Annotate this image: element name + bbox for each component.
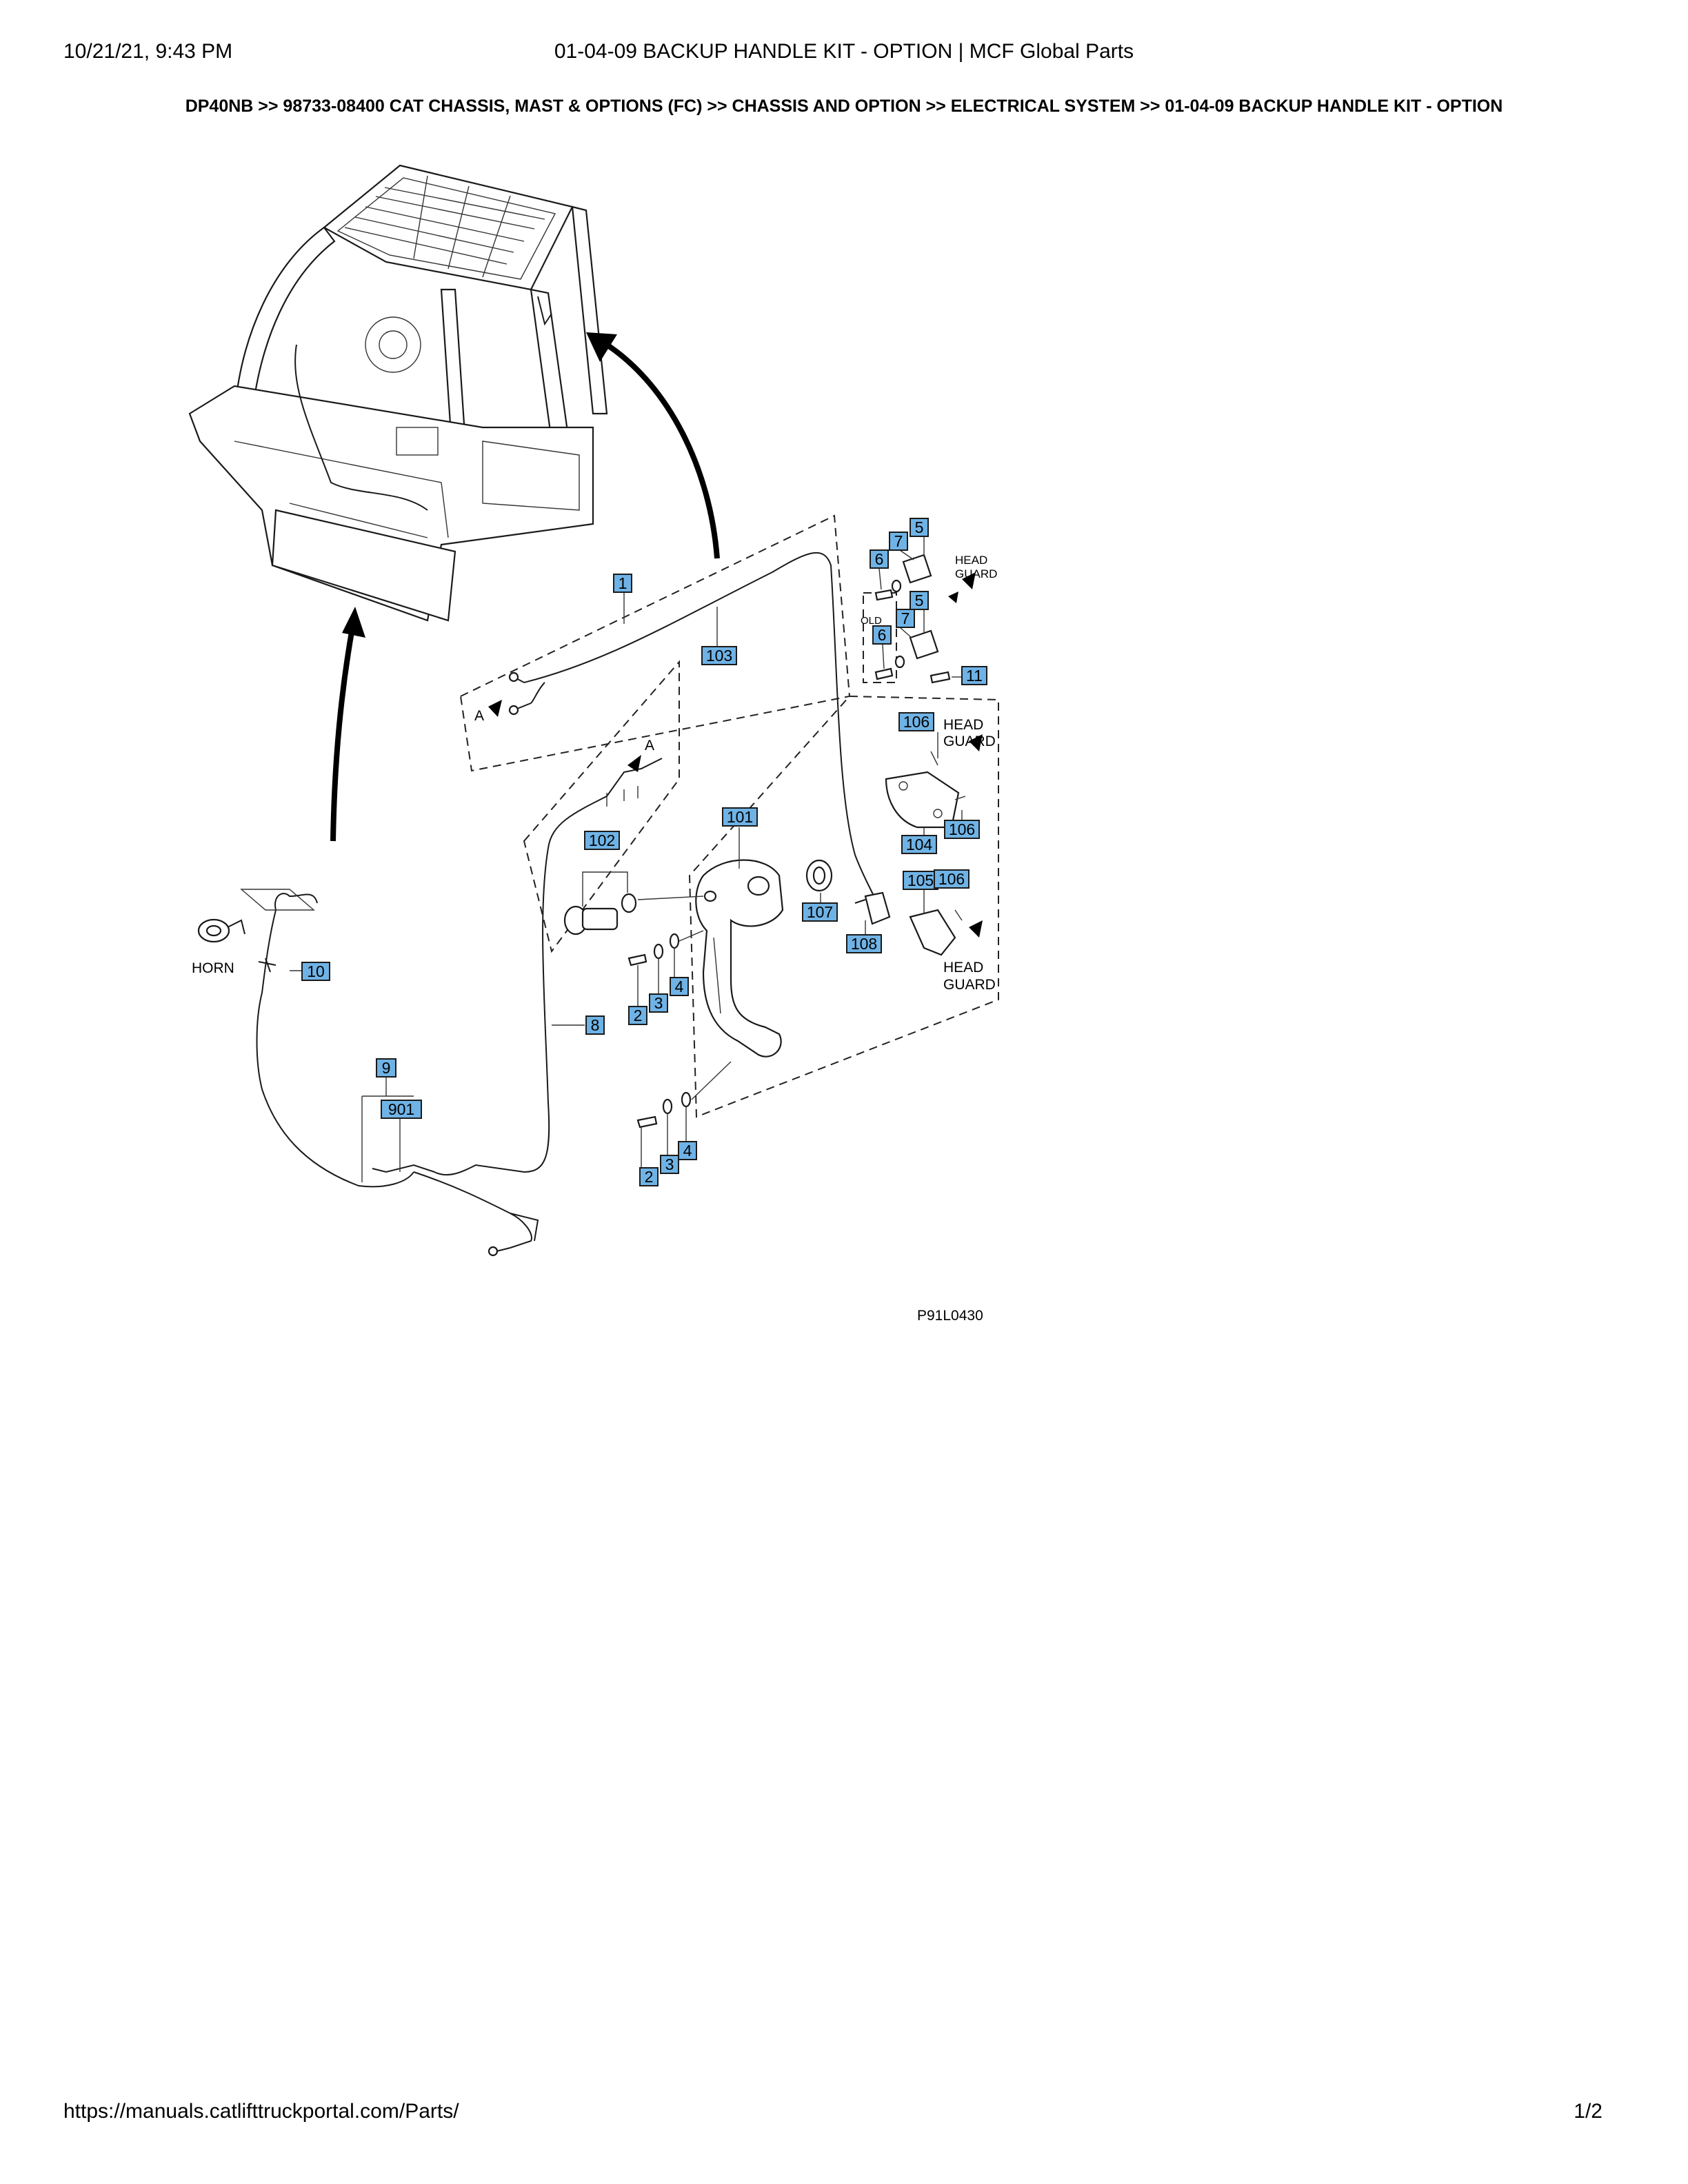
head-guard-label-3b: GUARD [943,977,996,993]
svg-text:9: 9 [382,1059,391,1077]
callout-105[interactable]: 105 [903,871,938,890]
print-title: 01-04-09 BACKUP HANDLE KIT - OPTION | MC… [554,40,1134,63]
callout-3[interactable]: 3 [649,993,668,1013]
svg-text:106: 106 [903,713,930,731]
svg-text:101: 101 [727,808,753,826]
svg-text:3: 3 [654,994,663,1012]
connector-a2-label: A [645,738,654,754]
head-guard-label-1b: GUARD [955,567,997,580]
callout-8[interactable]: 8 [585,1015,605,1035]
svg-text:901: 901 [388,1100,414,1118]
head-guard-label-3a: HEAD [943,960,983,975]
svg-text:7: 7 [894,532,903,550]
svg-text:4: 4 [683,1142,692,1160]
callout-104[interactable]: 104 [901,835,937,854]
callout-2b[interactable]: 2 [639,1167,659,1186]
callout-108[interactable]: 108 [846,934,882,953]
svg-text:7: 7 [901,609,910,627]
callout-106b[interactable]: 106 [944,820,980,839]
horn-label: HORN [192,960,234,976]
svg-text:104: 104 [906,836,933,853]
svg-text:1: 1 [619,574,627,592]
svg-text:2: 2 [634,1007,643,1024]
callout-7[interactable]: 7 [889,532,908,551]
old-label: OLD [861,615,882,627]
callout-7b[interactable]: 7 [896,609,915,628]
head-guard-label-2b: GUARD [943,734,996,749]
callout-102[interactable]: 102 [584,831,620,850]
figure-code: P91L0430 [917,1308,983,1324]
svg-text:11: 11 [966,667,983,685]
print-date: 10/21/21, 9:43 PM [63,40,233,63]
svg-text:105: 105 [907,871,934,889]
svg-text:106: 106 [938,870,965,888]
svg-text:108: 108 [851,935,877,953]
svg-text:4: 4 [675,978,684,995]
callout-4b[interactable]: 4 [678,1141,697,1160]
head-guard-label-1a: HEAD [955,554,987,567]
callout-1[interactable]: 1 [613,574,632,593]
overhead-guard-illustration [188,164,608,622]
svg-text:102: 102 [589,831,615,849]
callout-9[interactable]: 9 [376,1058,396,1078]
callout-3b[interactable]: 3 [660,1155,679,1174]
breadcrumb[interactable]: DP40NB >> 98733-08400 CAT CHASSIS, MAST … [185,97,1503,116]
callout-106[interactable]: 106 [898,712,934,731]
callout-5b[interactable]: 5 [910,591,929,610]
svg-text:3: 3 [665,1155,674,1173]
callout-101[interactable]: 101 [722,807,758,827]
callout-5[interactable]: 5 [910,518,929,537]
svg-text:107: 107 [807,903,833,921]
callout-6b[interactable]: 6 [872,625,892,645]
callout-11[interactable]: 11 [961,666,987,685]
callout-901[interactable]: 901 [381,1100,422,1119]
svg-text:6: 6 [878,626,887,644]
svg-text:10: 10 [307,962,325,980]
svg-text:2: 2 [645,1168,654,1186]
svg-text:6: 6 [875,550,884,568]
svg-text:5: 5 [915,518,924,536]
footer-page-number: 1/2 [1574,2100,1602,2123]
svg-text:103: 103 [706,647,732,665]
callout-10[interactable]: 10 [301,962,330,981]
callout-107[interactable]: 107 [802,902,838,922]
backup-handle-101 [695,859,784,1058]
connector-a-label: A [474,708,484,724]
callout-106c[interactable]: 106 [934,869,969,889]
svg-text:5: 5 [915,592,924,609]
footer-url[interactable]: https://manuals.catlifttruckportal.com/P… [63,2100,459,2123]
callout-103[interactable]: 103 [701,646,737,665]
callout-4[interactable]: 4 [670,977,689,996]
svg-text:106: 106 [949,820,975,838]
callout-2[interactable]: 2 [628,1006,647,1025]
head-guard-label-2a: HEAD [943,717,983,733]
svg-text:8: 8 [591,1016,600,1034]
callout-6[interactable]: 6 [870,549,889,569]
